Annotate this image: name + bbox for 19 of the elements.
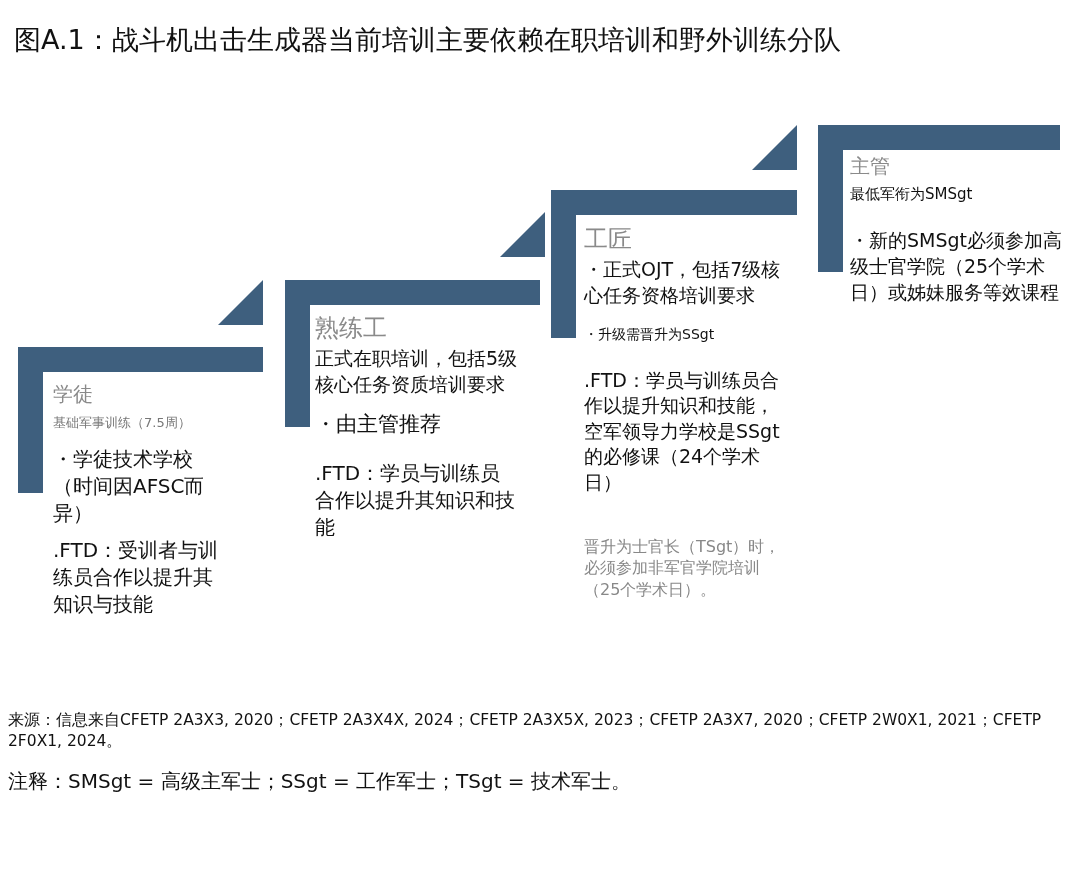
step-heading: 学徒 [53,381,93,408]
step-text: ・新的SMSgt必须参加高级士官学院（25个学术日）或姊妹服务等效课程 [850,228,1064,305]
step-heading: 熟练工 [315,313,387,344]
step-text: ・升级需晋升为SSgt [584,324,715,344]
step-heading: 工匠 [584,224,632,255]
step-text: .FTD：受训者与训练员合作以提升其知识与技能 [53,536,220,618]
step-text: ・学徒技术学校（时间因AFSC而异） [53,445,206,527]
step-text: .FTD：学员与训练员合作以提升知识和技能，空军领导力学校是SSgt的必修课（24个学术日） [584,367,781,496]
step-text: 正式在职培训，包括5级核心任务资质培训要求 [315,346,519,398]
footnote: 注释：SMSgt = 高级主军士；SSgt = 工作军士；TSgt = 技术军士。 [8,768,631,795]
step-note: 晋升为士官长（TSgt）时，必须参加非军官学院培训（25个学术日）。 [584,535,782,601]
step-note: 基础军事训练（7.5周） [53,414,191,432]
step-text: ・正式OJT，包括7级核心任务资格培训要求 [584,257,782,309]
source-note: 来源：信息来自CFETP 2A3X3, 2020；CFETP 2A3X4X, 2024；CFETP 2A3X5X, 2023；CFETP 2A3X7, 2020；CFETP 2W0X1, 2021；CFETP 2F0X1, 2024。 [8,710,1043,752]
step-text: ・由主管推荐 [315,410,441,438]
step-text: .FTD：学员与训练员合作以提升其知识和技能 [315,460,516,541]
step-heading: 主管 [850,153,890,180]
step-text: 最低军衔为SMSgt [850,184,973,205]
figure-title: 图A.1：战斗机出击生成器当前培训主要依赖在职培训和野外训练分队 [14,23,841,57]
